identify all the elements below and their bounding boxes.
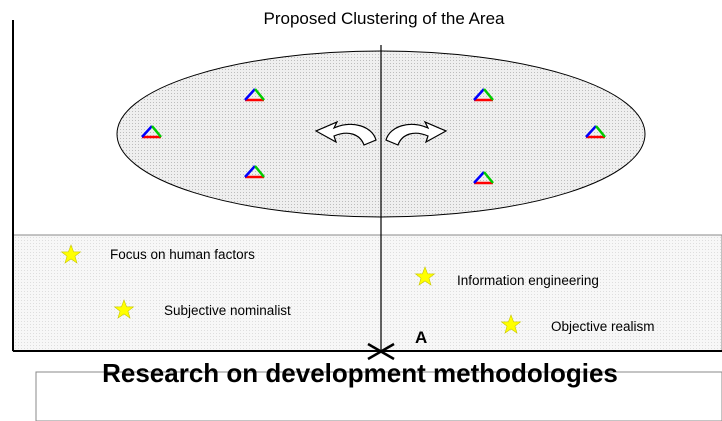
bottom-title: Research on development methodologies	[102, 358, 618, 388]
star-icon	[60, 244, 82, 264]
star-icon	[414, 266, 436, 286]
star-icon	[500, 314, 522, 334]
curved-arrow-icon	[314, 120, 377, 146]
label-subjective-nominalist: Subjective nominalist	[164, 303, 291, 318]
bottom-title-box	[35, 371, 722, 421]
curved-arrow-icon	[385, 120, 448, 146]
diagram-title: Proposed Clustering of the Area	[263, 9, 505, 28]
x-mark-icon	[367, 342, 395, 361]
label-objective-realism: Objective realism	[551, 319, 655, 334]
lower-band	[12, 234, 722, 352]
tricolor-triangle-icon	[585, 125, 606, 139]
tricolor-triangle-icon	[244, 88, 265, 102]
point-a-label: A	[415, 328, 428, 347]
tricolor-triangle-icon	[473, 88, 494, 102]
tricolor-triangle-icon	[473, 171, 494, 185]
tricolor-triangle-icon	[141, 125, 162, 139]
label-focus-human-factors: Focus on human factors	[110, 247, 255, 262]
star-icon	[113, 299, 135, 319]
tricolor-triangle-icon	[244, 165, 265, 179]
label-information-engineering: Information engineering	[457, 273, 599, 288]
